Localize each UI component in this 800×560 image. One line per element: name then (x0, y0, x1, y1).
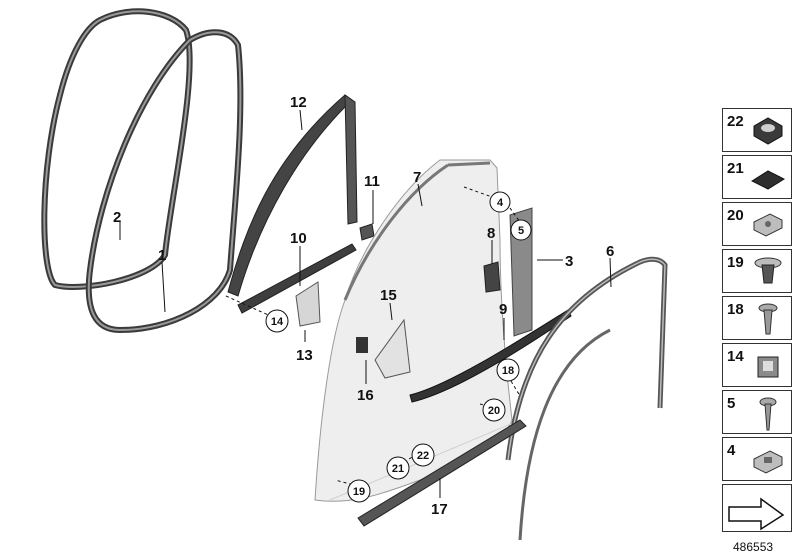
svg-text:4: 4 (497, 197, 504, 209)
legend-number: 4 (727, 442, 736, 459)
callout-6: 6 (606, 243, 614, 260)
door-seal-outer (41, 8, 193, 290)
catalog-number: 486553 (733, 540, 774, 554)
b-pillar-cover (509, 207, 533, 337)
callout-13: 13 (296, 347, 313, 364)
legend-number: 21 (727, 160, 744, 177)
callout-16: 16 (357, 387, 374, 404)
callout-4-circle: 4 (489, 191, 511, 213)
tapping-screw-icon (759, 397, 777, 431)
mirror-plug (356, 337, 368, 353)
callout-14-circle: 14 (265, 309, 289, 333)
inner-mirror-cover (374, 318, 411, 379)
callout-20-circle: 20 (482, 398, 506, 422)
callout-9: 9 (499, 301, 507, 318)
callout-8: 8 (487, 225, 495, 242)
callout-19-circle: 19 (347, 479, 371, 503)
clip-icon (757, 356, 779, 378)
legend-number: 5 (727, 395, 736, 412)
legend-item-21: 21 (722, 155, 792, 199)
svg-text:14: 14 (271, 316, 284, 328)
legend-number: 18 (727, 301, 744, 318)
callout-21-circle: 21 (386, 456, 410, 480)
callout-17: 17 (431, 501, 448, 518)
callout-1: 1 (158, 247, 166, 264)
callout-18-circle: 18 (496, 358, 520, 382)
callout-12: 12 (290, 94, 307, 111)
callout-22-circle: 22 (411, 443, 435, 467)
clip-nut-icon (753, 213, 783, 237)
clip-nut-icon (753, 450, 783, 474)
door-seal-inner (85, 29, 244, 333)
svg-text:18: 18 (502, 365, 514, 377)
screw-icon (758, 303, 778, 335)
callout-11: 11 (364, 173, 380, 190)
legend-number: 22 (727, 113, 744, 130)
callout-15: 15 (380, 287, 397, 304)
pad-icon (750, 170, 786, 190)
svg-text:5: 5 (518, 225, 524, 237)
window-frame-trim (227, 94, 358, 297)
legend-number: 19 (727, 254, 744, 271)
legend-item-18: 18 (722, 296, 792, 340)
legend-item-20: 20 (722, 202, 792, 246)
pillar-bracket (483, 261, 501, 293)
frame-seal (505, 256, 668, 541)
legend-item-14: 14 (722, 343, 792, 387)
legend-item-5: 5 (722, 390, 792, 434)
grommet-icon (753, 117, 783, 145)
callout-5-circle: 5 (510, 219, 532, 241)
belt-weatherstrip (237, 243, 357, 314)
legend-number: 14 (727, 348, 744, 365)
direction-arrow-icon (728, 497, 785, 531)
svg-text:22: 22 (417, 450, 429, 462)
legend-direction-arrow (722, 484, 792, 532)
callout-2: 2 (113, 209, 121, 226)
mirror-triangle-cover (295, 281, 321, 327)
parts-legend: 22 21 20 19 18 14 (722, 108, 794, 535)
sill-trim (357, 419, 527, 527)
callout-3: 3 (565, 253, 573, 270)
expanding-rivet-icon (754, 257, 782, 284)
belt-moulding (409, 309, 572, 403)
legend-item-22: 22 (722, 108, 792, 152)
legend-number: 20 (727, 207, 744, 224)
svg-text:19: 19 (353, 486, 365, 498)
mount-block (359, 223, 375, 241)
legend-item-4: 4 (722, 437, 792, 481)
legend-item-19: 19 (722, 249, 792, 293)
svg-text:20: 20 (488, 405, 500, 417)
callout-10: 10 (290, 230, 307, 247)
callout-7: 7 (413, 169, 421, 186)
svg-text:21: 21 (392, 463, 404, 475)
